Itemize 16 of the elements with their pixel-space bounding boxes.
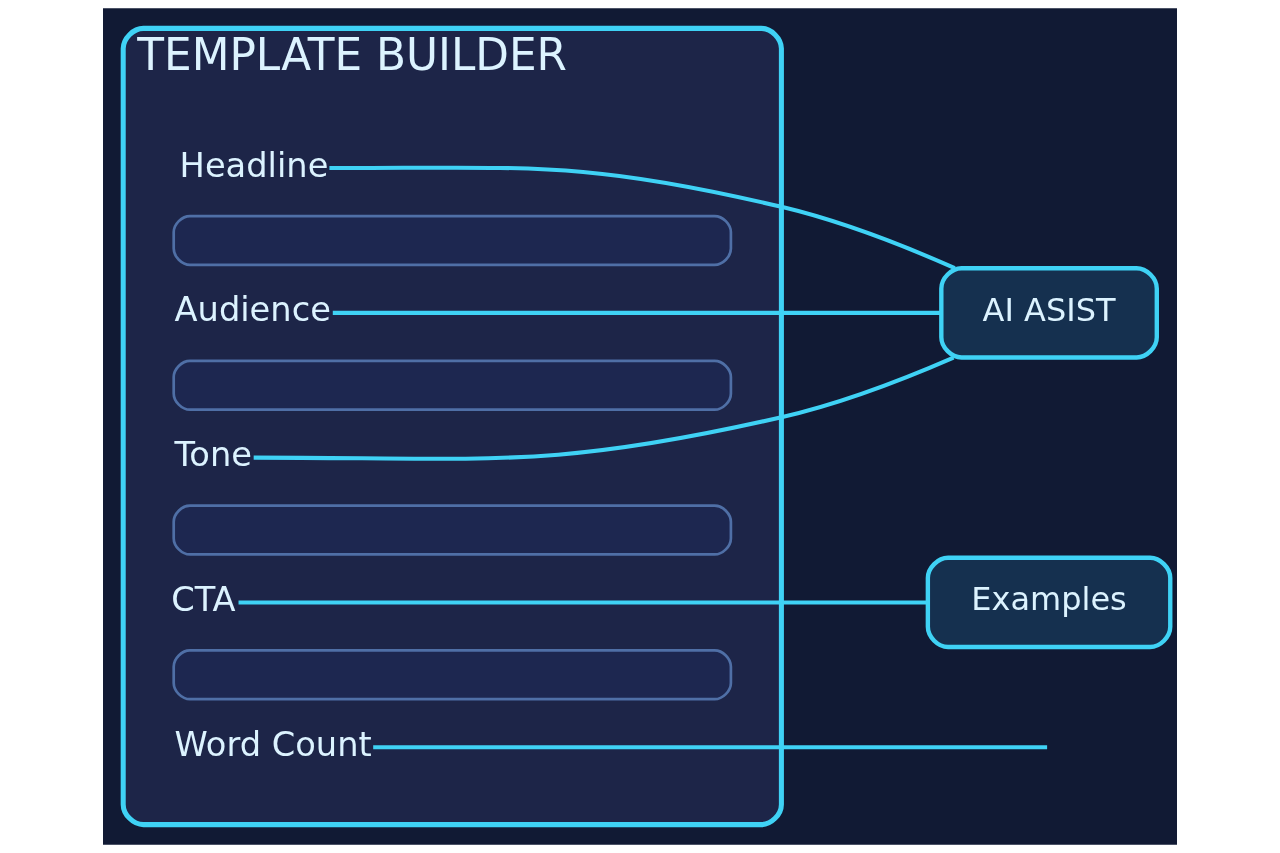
node-text: Audience [174,290,331,330]
node-box [172,359,733,411]
node-text: Word Count [174,724,372,764]
connector [238,600,928,605]
node-box: Examples [925,555,1173,650]
node-box [172,649,733,701]
connector [332,310,941,315]
node-text: CTA [171,579,236,619]
connector [253,355,955,461]
connector [373,745,1048,750]
connector [329,165,956,270]
node-box [172,214,733,267]
node-text: Tone [174,435,253,475]
node-text: Headline [179,145,329,185]
node-box: AI ASIST [939,266,1159,360]
node-box [172,504,733,556]
